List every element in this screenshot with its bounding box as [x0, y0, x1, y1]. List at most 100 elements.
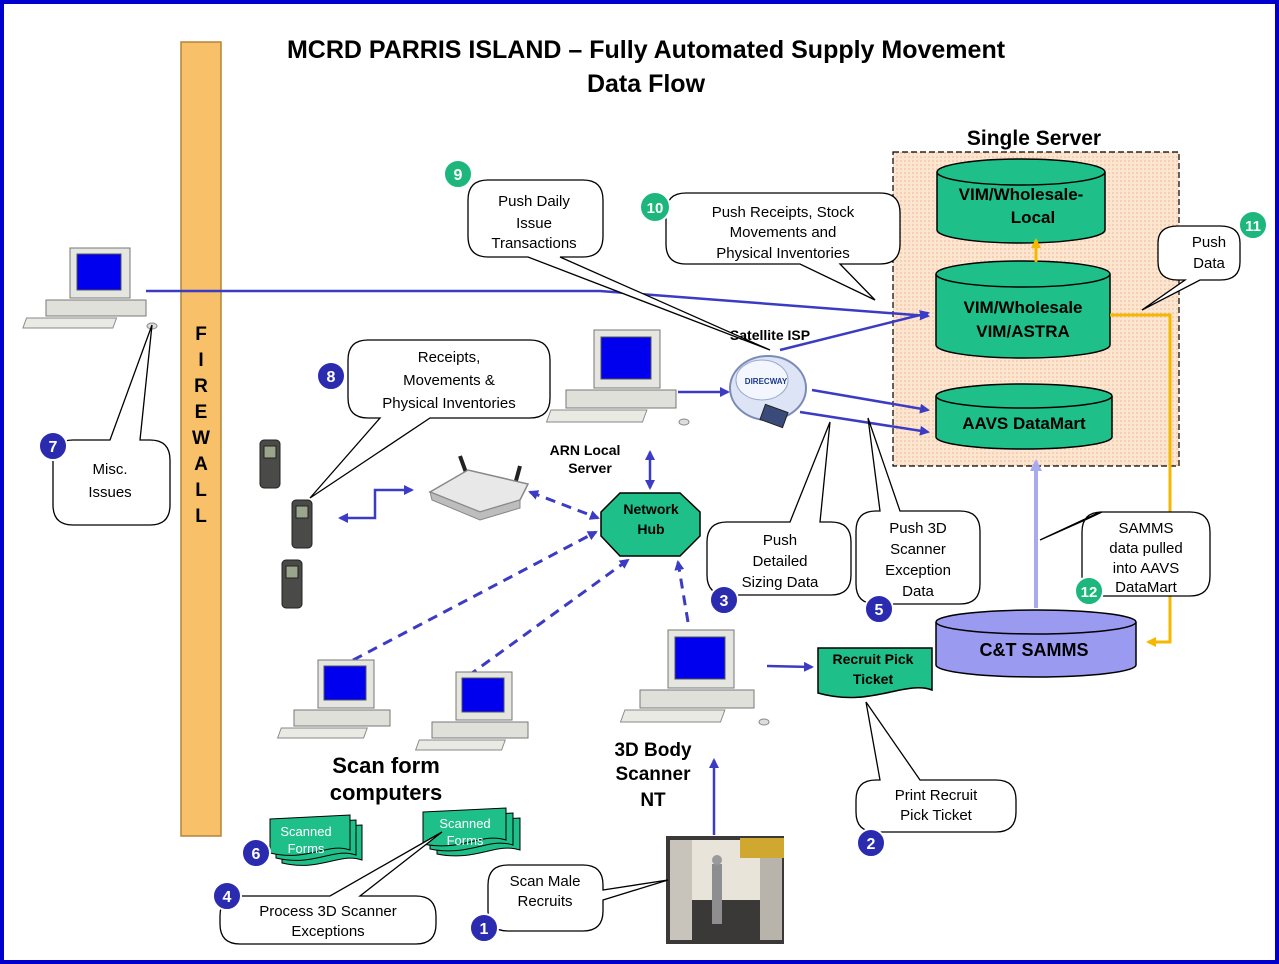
computer-scan-form-1 — [276, 659, 391, 739]
callout-5-line3: Exception — [885, 562, 951, 579]
svg-text:F: F — [195, 324, 207, 345]
callout-10-line1: Push Receipts, Stock — [712, 204, 855, 221]
callout-11-line2: Data — [1193, 255, 1225, 272]
computer-misc-workstation — [22, 247, 158, 330]
callout-3-line2: Detailed — [752, 553, 807, 570]
callout-7-line1: Misc. — [93, 461, 128, 478]
dashed-flows — [337, 490, 690, 678]
callout-12-line4: DataMart — [1115, 579, 1178, 596]
callout-3-line3: Sizing Data — [742, 574, 819, 591]
scanned-forms-4: Scanned Forms — [422, 807, 521, 857]
svg-text:3: 3 — [720, 593, 729, 610]
svg-text:Recruit Pick: Recruit Pick — [833, 651, 914, 667]
satellite-dish-icon: DIRECWAY — [729, 355, 807, 429]
callout-11-line1: Push — [1192, 234, 1226, 251]
svg-text:R: R — [194, 376, 208, 397]
single-server-label: Single Server — [967, 127, 1101, 150]
badge-12: 12 — [1074, 576, 1104, 606]
svg-text:Scanned: Scanned — [439, 816, 490, 831]
arn-label-1: ARN Local — [550, 442, 621, 458]
callout-10-line3: Physical Inventories — [716, 245, 849, 262]
svg-text:6: 6 — [252, 846, 261, 863]
scanner-label-1: 3D Body — [614, 740, 692, 761]
svg-text:12: 12 — [1081, 584, 1098, 601]
callout-8-line2: Movements & — [403, 372, 495, 389]
callout-8-line3: Physical Inventories — [382, 395, 515, 412]
callout-7-line2: Issues — [88, 484, 131, 501]
svg-text:E: E — [195, 402, 208, 423]
satellite-isp-label: Satellite ISP — [730, 327, 810, 343]
handheld-scanner-icons — [259, 439, 313, 609]
scanner-label-3: NT — [640, 790, 666, 811]
svg-text:11: 11 — [1245, 218, 1261, 235]
callout-1 — [487, 864, 669, 932]
svg-text:Forms: Forms — [447, 833, 484, 848]
badge-2: 2 — [856, 828, 886, 858]
svg-text:I: I — [198, 350, 203, 371]
callout-5 — [855, 417, 981, 605]
svg-text:Scanned: Scanned — [280, 824, 331, 839]
computer-arn-local-server — [545, 329, 690, 426]
svg-text:A: A — [194, 454, 208, 475]
svg-text:Local: Local — [1011, 208, 1055, 227]
svg-text:7: 7 — [49, 439, 58, 456]
svg-text:W: W — [192, 428, 210, 449]
svg-text:5: 5 — [875, 602, 884, 619]
svg-text:AAVS DataMart: AAVS DataMart — [962, 414, 1086, 433]
callout-9 — [467, 179, 771, 351]
badge-9: 9 — [443, 159, 473, 189]
svg-text:Network: Network — [623, 501, 678, 517]
callout-4-line1: Process 3D Scanner — [259, 903, 397, 920]
blue-flows — [146, 289, 930, 835]
callout-12-line1: SAMMS — [1118, 520, 1173, 537]
callout-8-line1: Receipts, — [418, 349, 481, 366]
diagram-title-line1: MCRD PARRIS ISLAND – Fully Automated Sup… — [287, 36, 1006, 64]
scan-form-label-2: computers — [330, 780, 442, 805]
svg-text:8: 8 — [327, 369, 336, 386]
callout-8 — [309, 339, 551, 499]
badge-8: 8 — [316, 361, 346, 391]
diagram-title-line2: Data Flow — [587, 70, 706, 98]
computer-3d-body-scanner — [619, 629, 770, 726]
db-ct-samms: C&T SAMMS — [935, 609, 1137, 678]
callout-11 — [1141, 225, 1241, 311]
callout-12-line3: into AAVS — [1113, 560, 1179, 577]
network-hub: Network Hub — [600, 492, 701, 557]
callout-9-line1: Push Daily — [498, 193, 570, 210]
svg-text:DIRECWAY: DIRECWAY — [745, 377, 788, 386]
svg-text:L: L — [195, 480, 207, 501]
db-vim-wholesale-astra: VIM/Wholesale VIM/ASTRA — [935, 260, 1111, 359]
body-scanner-photo — [666, 836, 784, 944]
callout-4 — [219, 831, 443, 945]
orange-flows — [1031, 238, 1172, 647]
callout-12 — [1039, 511, 1211, 597]
callout-1-line1: Scan Male — [510, 873, 581, 890]
callout-2-line1: Print Recruit — [895, 787, 978, 804]
svg-text:C&T SAMMS: C&T SAMMS — [980, 640, 1089, 660]
svg-text:2: 2 — [867, 836, 876, 853]
callout-4-line2: Exceptions — [291, 923, 364, 940]
callout-3 — [706, 421, 852, 596]
badge-7: 7 — [38, 431, 68, 461]
callout-2-line2: Pick Ticket — [900, 807, 973, 824]
svg-text:VIM/Wholesale-: VIM/Wholesale- — [959, 185, 1084, 204]
svg-text:1: 1 — [480, 921, 489, 938]
svg-text:Ticket: Ticket — [853, 671, 894, 687]
db-aavs-datamart: AAVS DataMart — [935, 383, 1113, 450]
svg-text:4: 4 — [223, 889, 232, 906]
wireless-access-point-icon — [428, 455, 530, 521]
scanner-label-2: Scanner — [616, 764, 692, 785]
badge-10: 10 — [639, 191, 671, 223]
svg-text:Hub: Hub — [637, 521, 664, 537]
svg-text:L: L — [195, 506, 207, 527]
recruit-pick-ticket: Recruit Pick Ticket — [817, 647, 933, 699]
badge-11: 11 — [1238, 210, 1268, 240]
callout-5-line1: Push 3D — [889, 520, 947, 537]
callout-5-line2: Scanner — [890, 541, 946, 558]
callout-2 — [855, 701, 1017, 833]
arn-label-2: Server — [568, 460, 612, 476]
badge-4: 4 — [212, 881, 242, 911]
callout-9-line2: Issue — [516, 215, 552, 232]
